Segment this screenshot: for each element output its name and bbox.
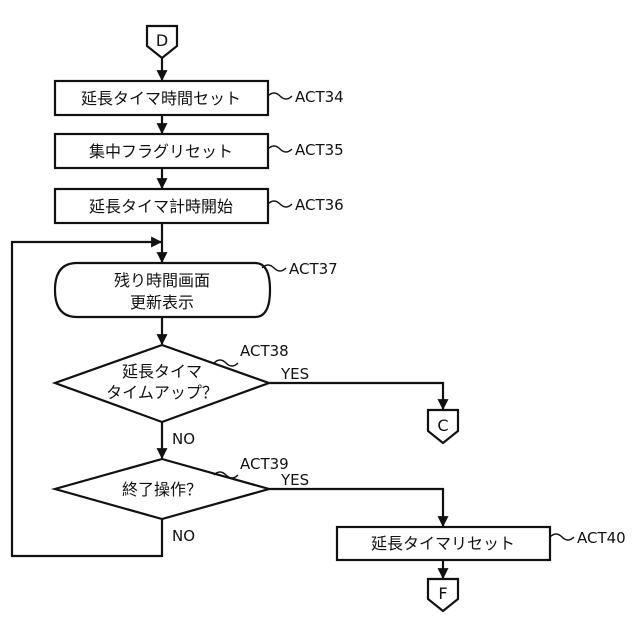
act39-yes-label: YES [280, 471, 309, 489]
act38-yes-label: YES [280, 365, 309, 383]
act35-label: 集中フラグリセット [89, 142, 233, 161]
arrow-act38-yes-to-c [269, 383, 443, 409]
act34-ref: ACT34 [295, 88, 344, 106]
act38-label-line1: 延長タイマ [122, 362, 202, 381]
act37-ref: ACT37 [289, 260, 338, 278]
act40-label: 延長タイマリセット [371, 534, 515, 553]
act35-leader [268, 146, 292, 152]
act37-label-line2: 更新表示 [130, 293, 194, 312]
step-act40: 延長タイマリセット [337, 527, 550, 560]
step-act36: 延長タイマ計時開始 [55, 189, 268, 223]
act38-ref: ACT38 [240, 342, 289, 360]
act35-ref: ACT35 [295, 141, 344, 159]
act40-ref: ACT40 [577, 529, 626, 547]
act38-no-label: NO [172, 430, 195, 448]
step-act34: 延長タイマ時間セット [55, 81, 268, 115]
act34-leader [268, 93, 292, 99]
connector-d-label: D [156, 31, 168, 50]
decision-act39: 終了操作？ [55, 459, 269, 519]
arrow-act39-yes-to-act40 [269, 489, 443, 526]
act34-label: 延長タイマ時間セット [81, 89, 241, 108]
act39-label: 終了操作？ [122, 480, 202, 499]
act36-leader [268, 201, 292, 207]
connector-d: D [147, 26, 177, 58]
act36-label: 延長タイマ計時開始 [89, 197, 233, 216]
decision-act38: 延長タイマ タイムアップ？ [55, 345, 269, 422]
connector-f-label: F [438, 584, 447, 603]
act36-ref: ACT36 [295, 196, 344, 214]
step-act35: 集中フラグリセット [55, 134, 268, 168]
connector-c: C [428, 410, 458, 443]
connector-c-label: C [437, 416, 448, 435]
connector-f: F [428, 579, 458, 611]
act38-label-line2: タイムアップ？ [106, 383, 218, 402]
step-act37: 残り時間画面 更新表示 [55, 263, 270, 317]
act39-no-label: NO [172, 527, 195, 545]
act40-leader [550, 534, 574, 540]
act37-label-line1: 残り時間画面 [114, 271, 210, 290]
